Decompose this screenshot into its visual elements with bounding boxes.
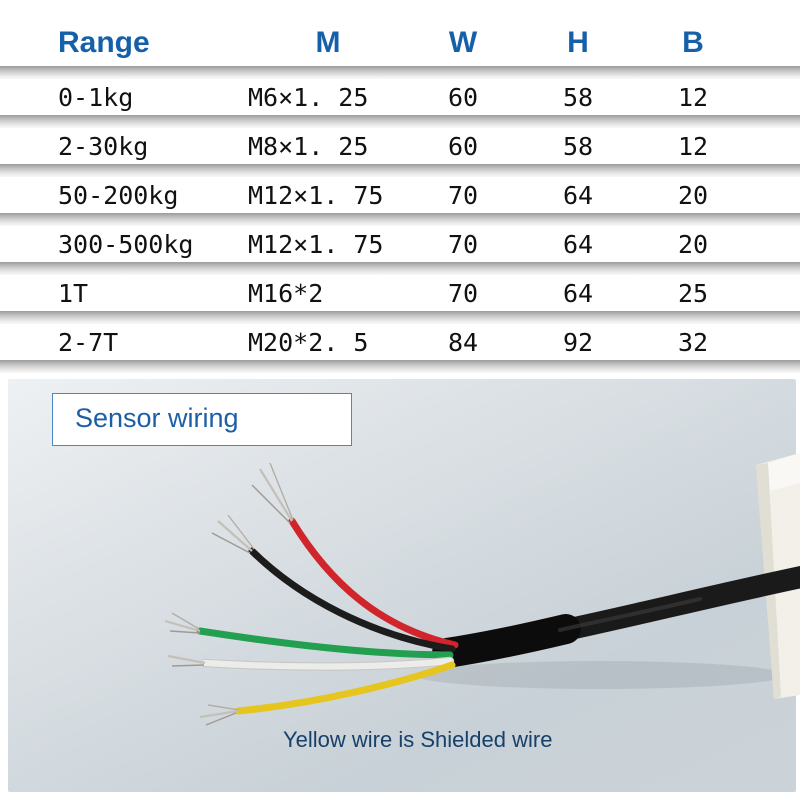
- cell-b: 32: [677, 327, 709, 357]
- spec-table: Range M W H B 0-1kg M6×1. 25 60 58 12 2-…: [0, 0, 800, 373]
- cell-thread: M8×1. 25: [248, 131, 369, 161]
- col-header-w: W: [448, 26, 478, 59]
- yellow-wire: [199, 661, 456, 726]
- cell-b: 12: [677, 82, 709, 112]
- row-divider: [0, 360, 800, 373]
- sensor-wiring-photo: [164, 453, 800, 726]
- green-wire: [164, 612, 454, 659]
- cell-range: 300-500kg: [58, 229, 194, 259]
- row-divider: [0, 164, 800, 177]
- row-divider: [0, 66, 800, 79]
- table-row: 0-1kg M6×1. 25 60 58 12: [0, 79, 800, 115]
- green-wire-bare-tip: [164, 612, 201, 634]
- cell-w: 70: [447, 278, 479, 308]
- cell-range: 2-7T: [58, 327, 119, 357]
- sensor-wiring-section: Sensor wiring Yellow wire is Shielded wi…: [0, 373, 800, 800]
- row-divider: [0, 311, 800, 324]
- cell-w: 60: [447, 82, 479, 112]
- cell-h: 64: [562, 180, 594, 210]
- sensor-wiring-label-text: Sensor wiring: [75, 403, 239, 433]
- cell-range: 0-1kg: [58, 82, 134, 112]
- yellow-wire-bare-tip: [199, 704, 240, 726]
- row-divider: [0, 115, 800, 128]
- red-wire: [251, 462, 459, 649]
- cell-b: 20: [677, 229, 709, 259]
- table-row: 50-200kg M12×1. 75 70 64 20: [0, 177, 800, 213]
- black-wire-bare-tip: [211, 514, 255, 554]
- cell-range: 2-30kg: [58, 131, 149, 161]
- cable-shadow: [415, 661, 785, 689]
- wiring-photo-background: [8, 379, 796, 792]
- cable-highlight: [558, 597, 702, 632]
- cell-range: 1T: [58, 278, 89, 308]
- cell-h: 58: [562, 82, 594, 112]
- cell-b: 12: [677, 131, 709, 161]
- spec-table-header-row: Range M W H B: [0, 20, 800, 66]
- table-row: 2-7T M20*2. 5 84 92 32: [0, 324, 800, 360]
- white-wire-bare-tip: [167, 654, 206, 667]
- red-wire-bare-tip: [251, 462, 294, 524]
- cell-thread: M6×1. 25: [248, 82, 369, 112]
- cell-h: 58: [562, 131, 594, 161]
- cell-thread: M12×1. 75: [248, 180, 384, 210]
- cell-thread: M16*2: [248, 278, 324, 308]
- heat-shrink-tube: [432, 614, 581, 668]
- white-wire: [167, 654, 455, 671]
- cell-thread: M12×1. 75: [248, 229, 384, 259]
- col-header-m: M: [315, 26, 341, 59]
- col-header-h: H: [567, 26, 589, 59]
- table-row: 2-30kg M8×1. 25 60 58 12: [0, 128, 800, 164]
- row-divider: [0, 262, 800, 275]
- table-row: 1T M16*2 70 64 25: [0, 275, 800, 311]
- cell-b: 25: [677, 278, 709, 308]
- table-row: 300-500kg M12×1. 75 70 64 20: [0, 226, 800, 262]
- sensor-wiring-label: Sensor wiring: [52, 393, 352, 446]
- cell-thread: M20*2. 5: [248, 327, 369, 357]
- cell-h: 64: [562, 229, 594, 259]
- cell-h: 64: [562, 278, 594, 308]
- cell-range: 50-200kg: [58, 180, 179, 210]
- cell-b: 20: [677, 180, 709, 210]
- cell-w: 70: [447, 180, 479, 210]
- wiring-caption: Yellow wire is Shielded wire: [283, 727, 553, 752]
- row-divider: [0, 213, 800, 226]
- cell-w: 84: [447, 327, 479, 357]
- col-header-b: B: [682, 26, 704, 59]
- cell-w: 60: [447, 131, 479, 161]
- cell-h: 92: [562, 327, 594, 357]
- black-wire: [211, 514, 456, 653]
- cell-w: 70: [447, 229, 479, 259]
- col-header-range: Range: [58, 26, 150, 59]
